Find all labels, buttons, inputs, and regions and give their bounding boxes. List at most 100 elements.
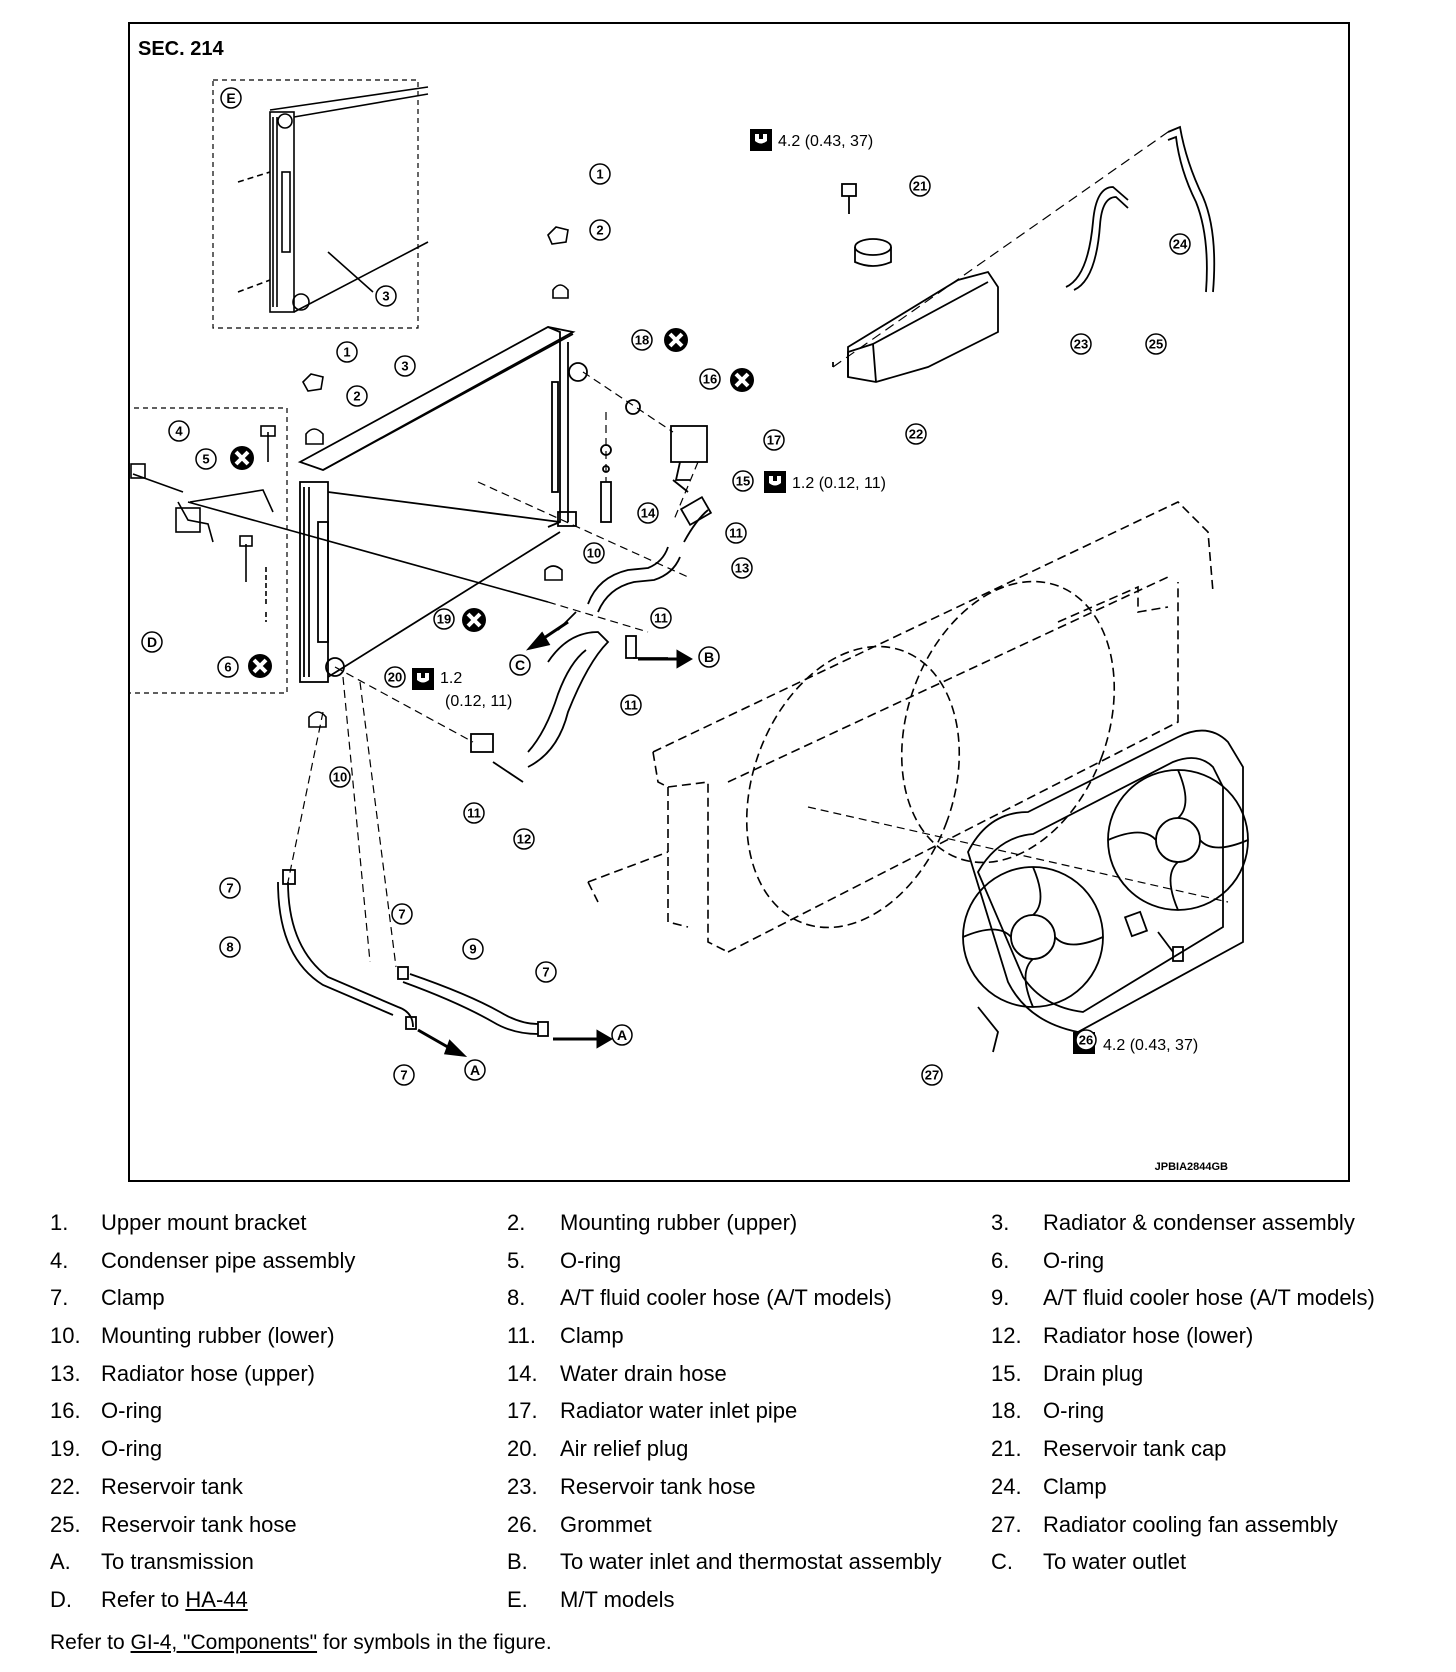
legend-item-text: Drain plug (1043, 1360, 1144, 1386)
callout-number: 27 (925, 1068, 939, 1083)
replace-icon-18 (662, 326, 690, 354)
svg-text:4.2 (0.43, 37): 4.2 (0.43, 37) (1103, 1037, 1198, 1054)
legend-item-text: To water inlet and thermostat assembly (560, 1549, 942, 1575)
legend-item-number: B. (507, 1549, 528, 1575)
legend-item-number: 21. (991, 1436, 1022, 1462)
callout-15: 15 (732, 470, 754, 492)
svg-text:D: D (147, 634, 157, 650)
callout-number: 3 (382, 289, 389, 304)
legend-item-text: Refer to HA-44 (101, 1586, 248, 1612)
callout-23: 23 (1070, 333, 1092, 355)
callout-number: 26 (1079, 1033, 1093, 1048)
core-support (587, 501, 1214, 953)
inset-radiator (237, 86, 429, 313)
legend-item-number: 3. (991, 1210, 1010, 1235)
callout-3: 3 (375, 285, 397, 307)
legend-item-text: Radiator & condenser assembly (1043, 1210, 1355, 1235)
svg-text:4.2 (0.43, 37): 4.2 (0.43, 37) (778, 133, 873, 150)
reservoir-tank (832, 125, 1216, 383)
legend-item-text: A/T fluid cooler hose (A/T models) (1043, 1285, 1375, 1311)
callout-number: 2 (353, 389, 360, 404)
legend-item-number: 24. (991, 1473, 1022, 1499)
callout-1: 1 (589, 163, 611, 185)
callout-number: 2 (596, 223, 603, 238)
legend-item-text: Grommet (560, 1511, 652, 1537)
torque-spec-1: 4.2 (0.43, 37) (750, 129, 873, 151)
callout-11-2: 11 (650, 607, 672, 629)
legend-item-text: M/T models (560, 1586, 675, 1612)
torque-spec-2: 1.2 (0.12, 11) (764, 471, 886, 493)
footnote-prefix: Refer to (50, 1631, 125, 1654)
callout-number: 8 (226, 940, 233, 955)
legend-item-text: Mounting rubber (upper) (560, 1210, 798, 1235)
legend-item-number: 6. (991, 1247, 1010, 1273)
svg-text:A: A (617, 1027, 627, 1043)
torque-spec-4: 4.2 (0.43, 37) (1073, 1032, 1198, 1054)
legend-item-number: 22. (50, 1473, 81, 1499)
label-c: C (509, 654, 531, 676)
callout-number: 13 (735, 561, 749, 576)
section-label: SEC. 214 (138, 38, 224, 60)
callout-number: 7 (226, 881, 233, 896)
legend-item-text: O-ring (101, 1436, 163, 1462)
legend-item-text: Upper mount bracket (101, 1210, 307, 1235)
svg-text:A: A (470, 1062, 480, 1078)
figure-frame (128, 22, 1350, 1182)
svg-text:E: E (226, 90, 235, 106)
legend-item-number: 10. (50, 1323, 81, 1349)
callout-5: 5 (195, 448, 217, 470)
legend-item-text: Reservoir tank hose (101, 1511, 297, 1537)
callout-19: 19 (433, 608, 455, 630)
ha-44-link[interactable]: HA-44 (185, 1586, 248, 1612)
callout-number: 4 (175, 424, 183, 439)
replace-icon-19 (460, 606, 488, 634)
legend-item-number: 5. (507, 1247, 526, 1273)
small-parts (302, 226, 569, 728)
callout-number: 11 (654, 611, 668, 626)
legend-item-number: 17. (507, 1398, 538, 1424)
gi-4-components-link[interactable]: GI-4, "Components" (130, 1631, 318, 1654)
callout-number: 6 (224, 660, 231, 675)
callout-number: 16 (703, 372, 717, 387)
legend-item-number: 13. (50, 1360, 81, 1386)
callout-number: 9 (469, 942, 476, 957)
callout-25: 25 (1145, 333, 1167, 355)
callout-number: 1 (596, 167, 603, 182)
legend-item-text: A/T fluid cooler hose (A/T models) (560, 1285, 892, 1311)
legend-item-number: A. (50, 1549, 71, 1575)
legend-item-text: Reservoir tank (101, 1473, 243, 1499)
arrows (417, 620, 693, 1057)
callout-6: 6 (217, 656, 239, 678)
letter-labels: E D C B A A (141, 87, 720, 1081)
inset-e-box (212, 79, 419, 329)
callout-number: 23 (1074, 337, 1088, 352)
footnote: Refer to GI-4, "Components" for symbols … (50, 1632, 552, 1653)
legend-item-text: Clamp (101, 1285, 165, 1311)
callout-26: 26 (1075, 1029, 1097, 1051)
legend-item-text: Condenser pipe assembly (101, 1247, 356, 1273)
callout-7-4: 7 (393, 1064, 415, 1086)
replace-icon-16 (728, 366, 756, 394)
callout-number: 7 (542, 965, 549, 980)
legend-item-number: 23. (507, 1473, 538, 1499)
legend-item-text: O-ring (560, 1247, 622, 1273)
callout-number: 12 (517, 832, 531, 847)
legend-item-number: 2. (507, 1210, 526, 1235)
svg-text:1.2 (0.12, 11): 1.2 (0.12, 11) (792, 475, 886, 492)
radiator-condenser-assembly (297, 326, 588, 683)
legend-item-number: 15. (991, 1360, 1022, 1386)
exploded-view-figure: SEC. 214 (128, 22, 1350, 1182)
label-d: D (141, 631, 163, 653)
inset-d-box (128, 407, 288, 694)
legend-item-text: To water outlet (1043, 1549, 1187, 1575)
leader-lines (287, 371, 1229, 968)
callout-number: 10 (333, 770, 347, 785)
replace-icon-6 (246, 652, 274, 680)
